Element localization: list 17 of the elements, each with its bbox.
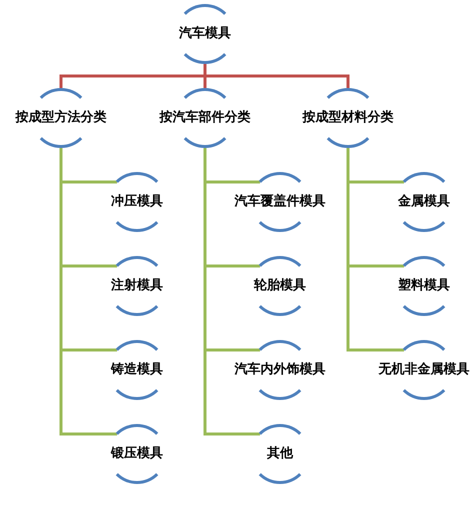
node-label: 冲压模具 bbox=[111, 194, 163, 210]
node-label: 按成型方法分类 bbox=[16, 110, 106, 126]
node-label: 汽车覆盖件模具 bbox=[234, 194, 326, 210]
node-label: 轮胎模具 bbox=[254, 278, 306, 294]
connector-line bbox=[204, 148, 260, 436]
node-label: 注射模具 bbox=[111, 278, 163, 294]
node-label: 按汽车部件分类 bbox=[160, 110, 250, 126]
connector-line bbox=[60, 148, 117, 436]
node-label: 塑料模具 bbox=[398, 278, 450, 294]
node-label: 金属模具 bbox=[398, 194, 450, 210]
node-label: 铸造模具 bbox=[111, 362, 163, 378]
node-label: 锻压模具 bbox=[111, 446, 163, 462]
node-label: 无机非金属模具 bbox=[378, 362, 470, 378]
node-label: 汽车模具 bbox=[179, 26, 231, 42]
node-label: 按成型材料分类 bbox=[302, 110, 394, 126]
node-label: 其他 bbox=[267, 446, 293, 462]
node-label: 汽车内外饰模具 bbox=[234, 362, 326, 378]
